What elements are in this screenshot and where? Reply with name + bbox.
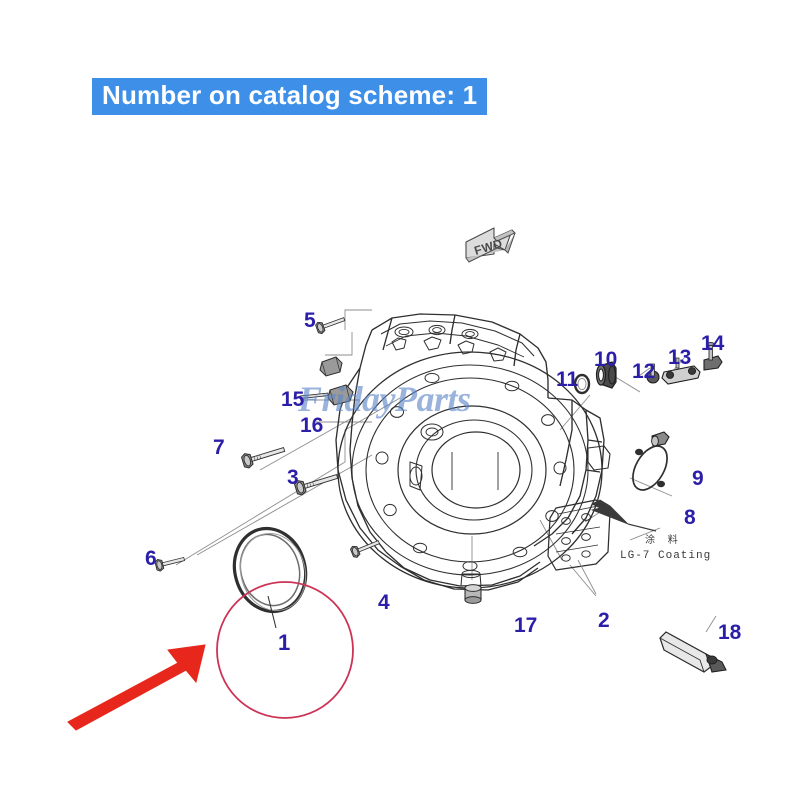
- coating-note-cjk: 涂 料: [645, 535, 683, 546]
- part-plug-9: [651, 431, 670, 447]
- part-bolt-7: [240, 441, 287, 470]
- part-fitting-15: [319, 356, 343, 377]
- part-oil-seal: [232, 526, 308, 614]
- part-clamp-13: [661, 357, 701, 385]
- coating-pointer-arrow: [590, 499, 657, 532]
- fwd-arrow-icon: [465, 227, 516, 263]
- callout-number-6: 6: [145, 547, 157, 570]
- callout-number-9: 9: [692, 467, 704, 490]
- part-bolt-3: [293, 468, 340, 497]
- callout-number-3: 3: [287, 466, 299, 489]
- callout-number-17: 17: [514, 614, 538, 637]
- callout-number-16: 16: [300, 414, 324, 437]
- attention-arrow: [67, 644, 206, 731]
- page-title: Number on catalog scheme: 1: [92, 78, 488, 116]
- part-dowel-pin-18: [659, 631, 727, 673]
- callout-number-14: 14: [701, 332, 725, 355]
- part-o-ring-11: [573, 373, 591, 395]
- part-bracket-2-leader: [577, 559, 597, 595]
- callout-number-2: 2: [598, 609, 610, 632]
- callout-number-8: 8: [684, 506, 696, 529]
- part-bolt-14: [703, 341, 723, 371]
- callout-number-12: 12: [632, 360, 656, 383]
- part-plug-17: [464, 584, 482, 604]
- callout-number-7: 7: [213, 436, 225, 459]
- coating-note: LG-7 Coating: [620, 550, 712, 562]
- part-gasket-8: [632, 445, 668, 491]
- part-bushing-10: [595, 361, 617, 389]
- part-stud-12: [646, 363, 660, 384]
- bell-housing-body: [335, 313, 611, 591]
- part-fitting-16: [299, 384, 354, 406]
- leader-part-1: [267, 595, 277, 629]
- callout-number-5: 5: [304, 309, 316, 332]
- callout-number-10: 10: [594, 348, 618, 371]
- callout-number-11: 11: [556, 368, 579, 391]
- part-bolt-5: [314, 312, 347, 336]
- callout-number-18: 18: [718, 621, 742, 644]
- highlight-circle: [216, 581, 354, 719]
- callout-number-4: 4: [378, 591, 390, 614]
- callout-number-1: 1: [278, 630, 291, 655]
- callout-number-15: 15: [281, 388, 305, 411]
- callout-number-13: 13: [668, 346, 692, 369]
